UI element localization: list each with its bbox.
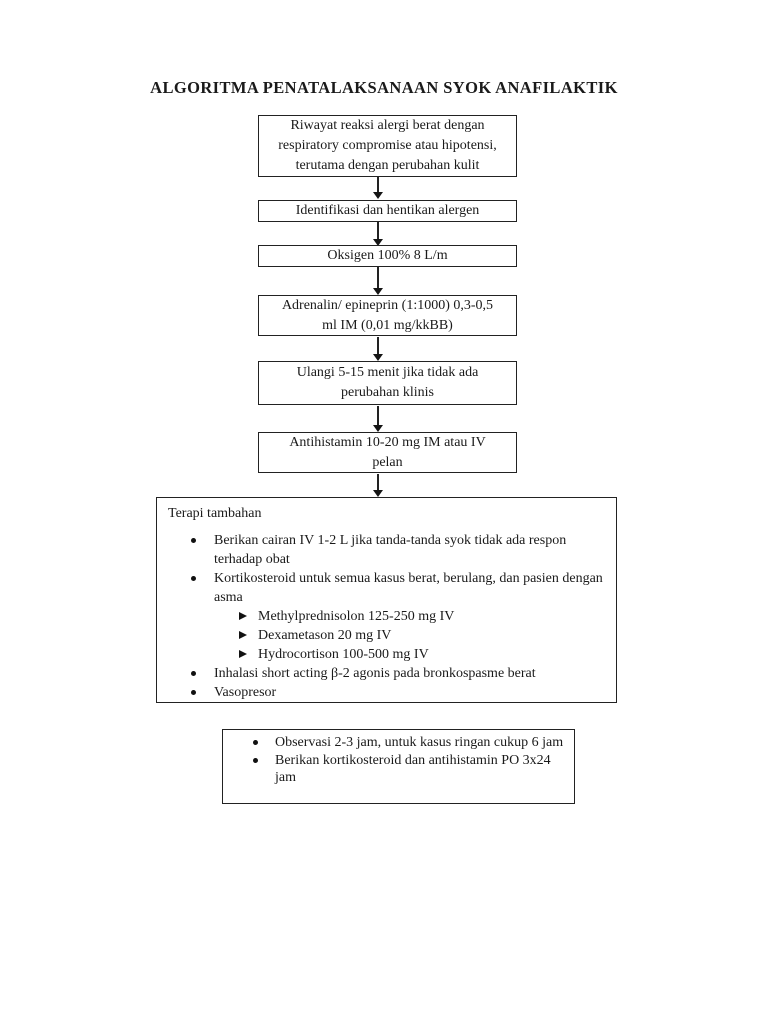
arrow-down-icon (372, 267, 384, 295)
list-item-text: Hydrocortison 100-500 mg IV (258, 647, 429, 662)
flow-box-text: Antihistamin 10-20 mg IM atau IV pelan (289, 434, 486, 470)
arrow-down-icon (372, 177, 384, 199)
list-item: Hydrocortison 100-500 mg IV (157, 645, 616, 664)
list-item: Kortikosteroid untuk semua kasus berat, … (157, 569, 616, 607)
list-item: Berikan cairan IV 1-2 L jika tanda-tanda… (157, 531, 616, 569)
flow-box-text: Adrenalin/ epineprin (1:1000) 0,3-0,5 ml… (281, 297, 494, 333)
list-item: Berikan kortikosteroid dan antihistamin … (223, 752, 574, 787)
arrow-down-icon (372, 337, 384, 361)
flow-box-identifikasi: Identifikasi dan hentikan alergen (258, 200, 517, 222)
arrowhead-icon (239, 631, 247, 639)
flow-box-text: Riwayat reaksi alergi berat dengan respi… (278, 118, 497, 173)
list-item: Dexametason 20 mg IV (157, 626, 616, 645)
bullet-icon (191, 538, 196, 543)
observasi-box: Observasi 2-3 jam, untuk kasus ringan cu… (222, 729, 575, 804)
list-item-text: Kortikosteroid untuk semua kasus berat, … (214, 571, 603, 605)
list-item: Vasopresor (157, 683, 616, 702)
terapi-tambahan-heading: Terapi tambahan (168, 506, 262, 521)
flow-box-text: Identifikasi dan hentikan alergen (295, 203, 480, 218)
flow-box-riwayat: Riwayat reaksi alergi berat dengan respi… (258, 115, 517, 177)
list-item-text: Inhalasi short acting β-2 agonis pada br… (214, 666, 536, 681)
list-item-text: Methylprednisolon 125-250 mg IV (258, 609, 455, 624)
arrow-down-icon (372, 474, 384, 497)
terapi-tambahan-box: Terapi tambahan Berikan cairan IV 1-2 L … (156, 497, 617, 703)
list-item-text: Observasi 2-3 jam, untuk kasus ringan cu… (275, 735, 564, 750)
flow-box-text: Ulangi 5-15 menit jika tidak ada perubah… (296, 365, 479, 400)
arrow-down-icon (372, 406, 384, 432)
page-title: ALGORITMA PENATALAKSANAAN SYOK ANAFILAKT… (150, 78, 618, 97)
bullet-icon (191, 690, 196, 695)
bullet-icon (191, 576, 196, 581)
bullet-icon (253, 740, 258, 745)
flow-box-ulangi: Ulangi 5-15 menit jika tidak ada perubah… (258, 361, 517, 405)
list-item-text: Berikan cairan IV 1-2 L jika tanda-tanda… (214, 533, 567, 567)
arrowhead-icon (239, 650, 247, 658)
list-item-text: Dexametason 20 mg IV (258, 628, 392, 643)
arrow-down-icon (372, 222, 384, 246)
flow-box-text: Oksigen 100% 8 L/m (327, 248, 448, 263)
arrowhead-icon (239, 612, 247, 620)
bullet-icon (191, 671, 196, 676)
terapi-tambahan-list: Berikan cairan IV 1-2 L jika tanda-tanda… (157, 531, 616, 702)
list-item: Observasi 2-3 jam, untuk kasus ringan cu… (223, 734, 574, 752)
list-item: Inhalasi short acting β-2 agonis pada br… (157, 664, 616, 683)
list-item: Methylprednisolon 125-250 mg IV (157, 607, 616, 626)
flow-box-adrenalin: Adrenalin/ epineprin (1:1000) 0,3-0,5 ml… (258, 295, 517, 336)
bullet-icon (253, 757, 258, 763)
flow-box-antihistamin: Antihistamin 10-20 mg IM atau IV pelan (258, 432, 517, 473)
list-item-text: Vasopresor (214, 685, 277, 700)
list-item-text: Berikan kortikosteroid dan antihistamin … (275, 752, 551, 786)
flow-box-oksigen: Oksigen 100% 8 L/m (258, 245, 517, 267)
